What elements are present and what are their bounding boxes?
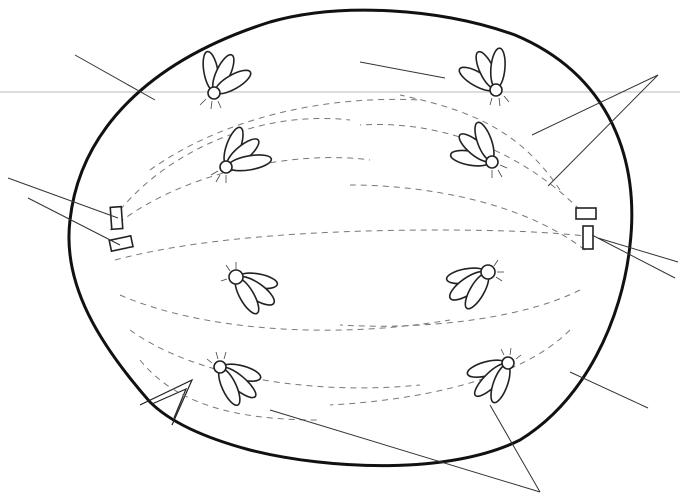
chromosome-cluster-7	[207, 352, 262, 408]
leader-bottom-right	[570, 372, 648, 408]
right-centriole-b	[583, 226, 593, 249]
membrane-notch	[140, 380, 192, 425]
leader-left-b	[28, 198, 120, 245]
right-centriole-a	[576, 208, 596, 219]
chromosome-cluster-8	[466, 348, 521, 405]
chromosome-cluster-4	[449, 120, 507, 178]
right-pole	[576, 208, 596, 249]
chromosome-cluster-6	[445, 260, 504, 312]
chromosome-cluster-5	[221, 262, 279, 317]
leader-right-a	[592, 235, 675, 278]
leader-lines	[8, 55, 678, 492]
leader-top-right-a	[532, 75, 658, 135]
spindle-fibers	[110, 95, 585, 420]
cell-membrane	[69, 10, 632, 466]
left-centriole-b	[109, 236, 133, 251]
chromosome-cluster-1	[200, 50, 254, 109]
left-pole	[109, 207, 133, 252]
leader-left-a	[8, 178, 118, 218]
leader-top-center	[360, 62, 445, 78]
chromosome-cluster-2	[456, 48, 509, 106]
leader-top-left	[75, 55, 155, 100]
